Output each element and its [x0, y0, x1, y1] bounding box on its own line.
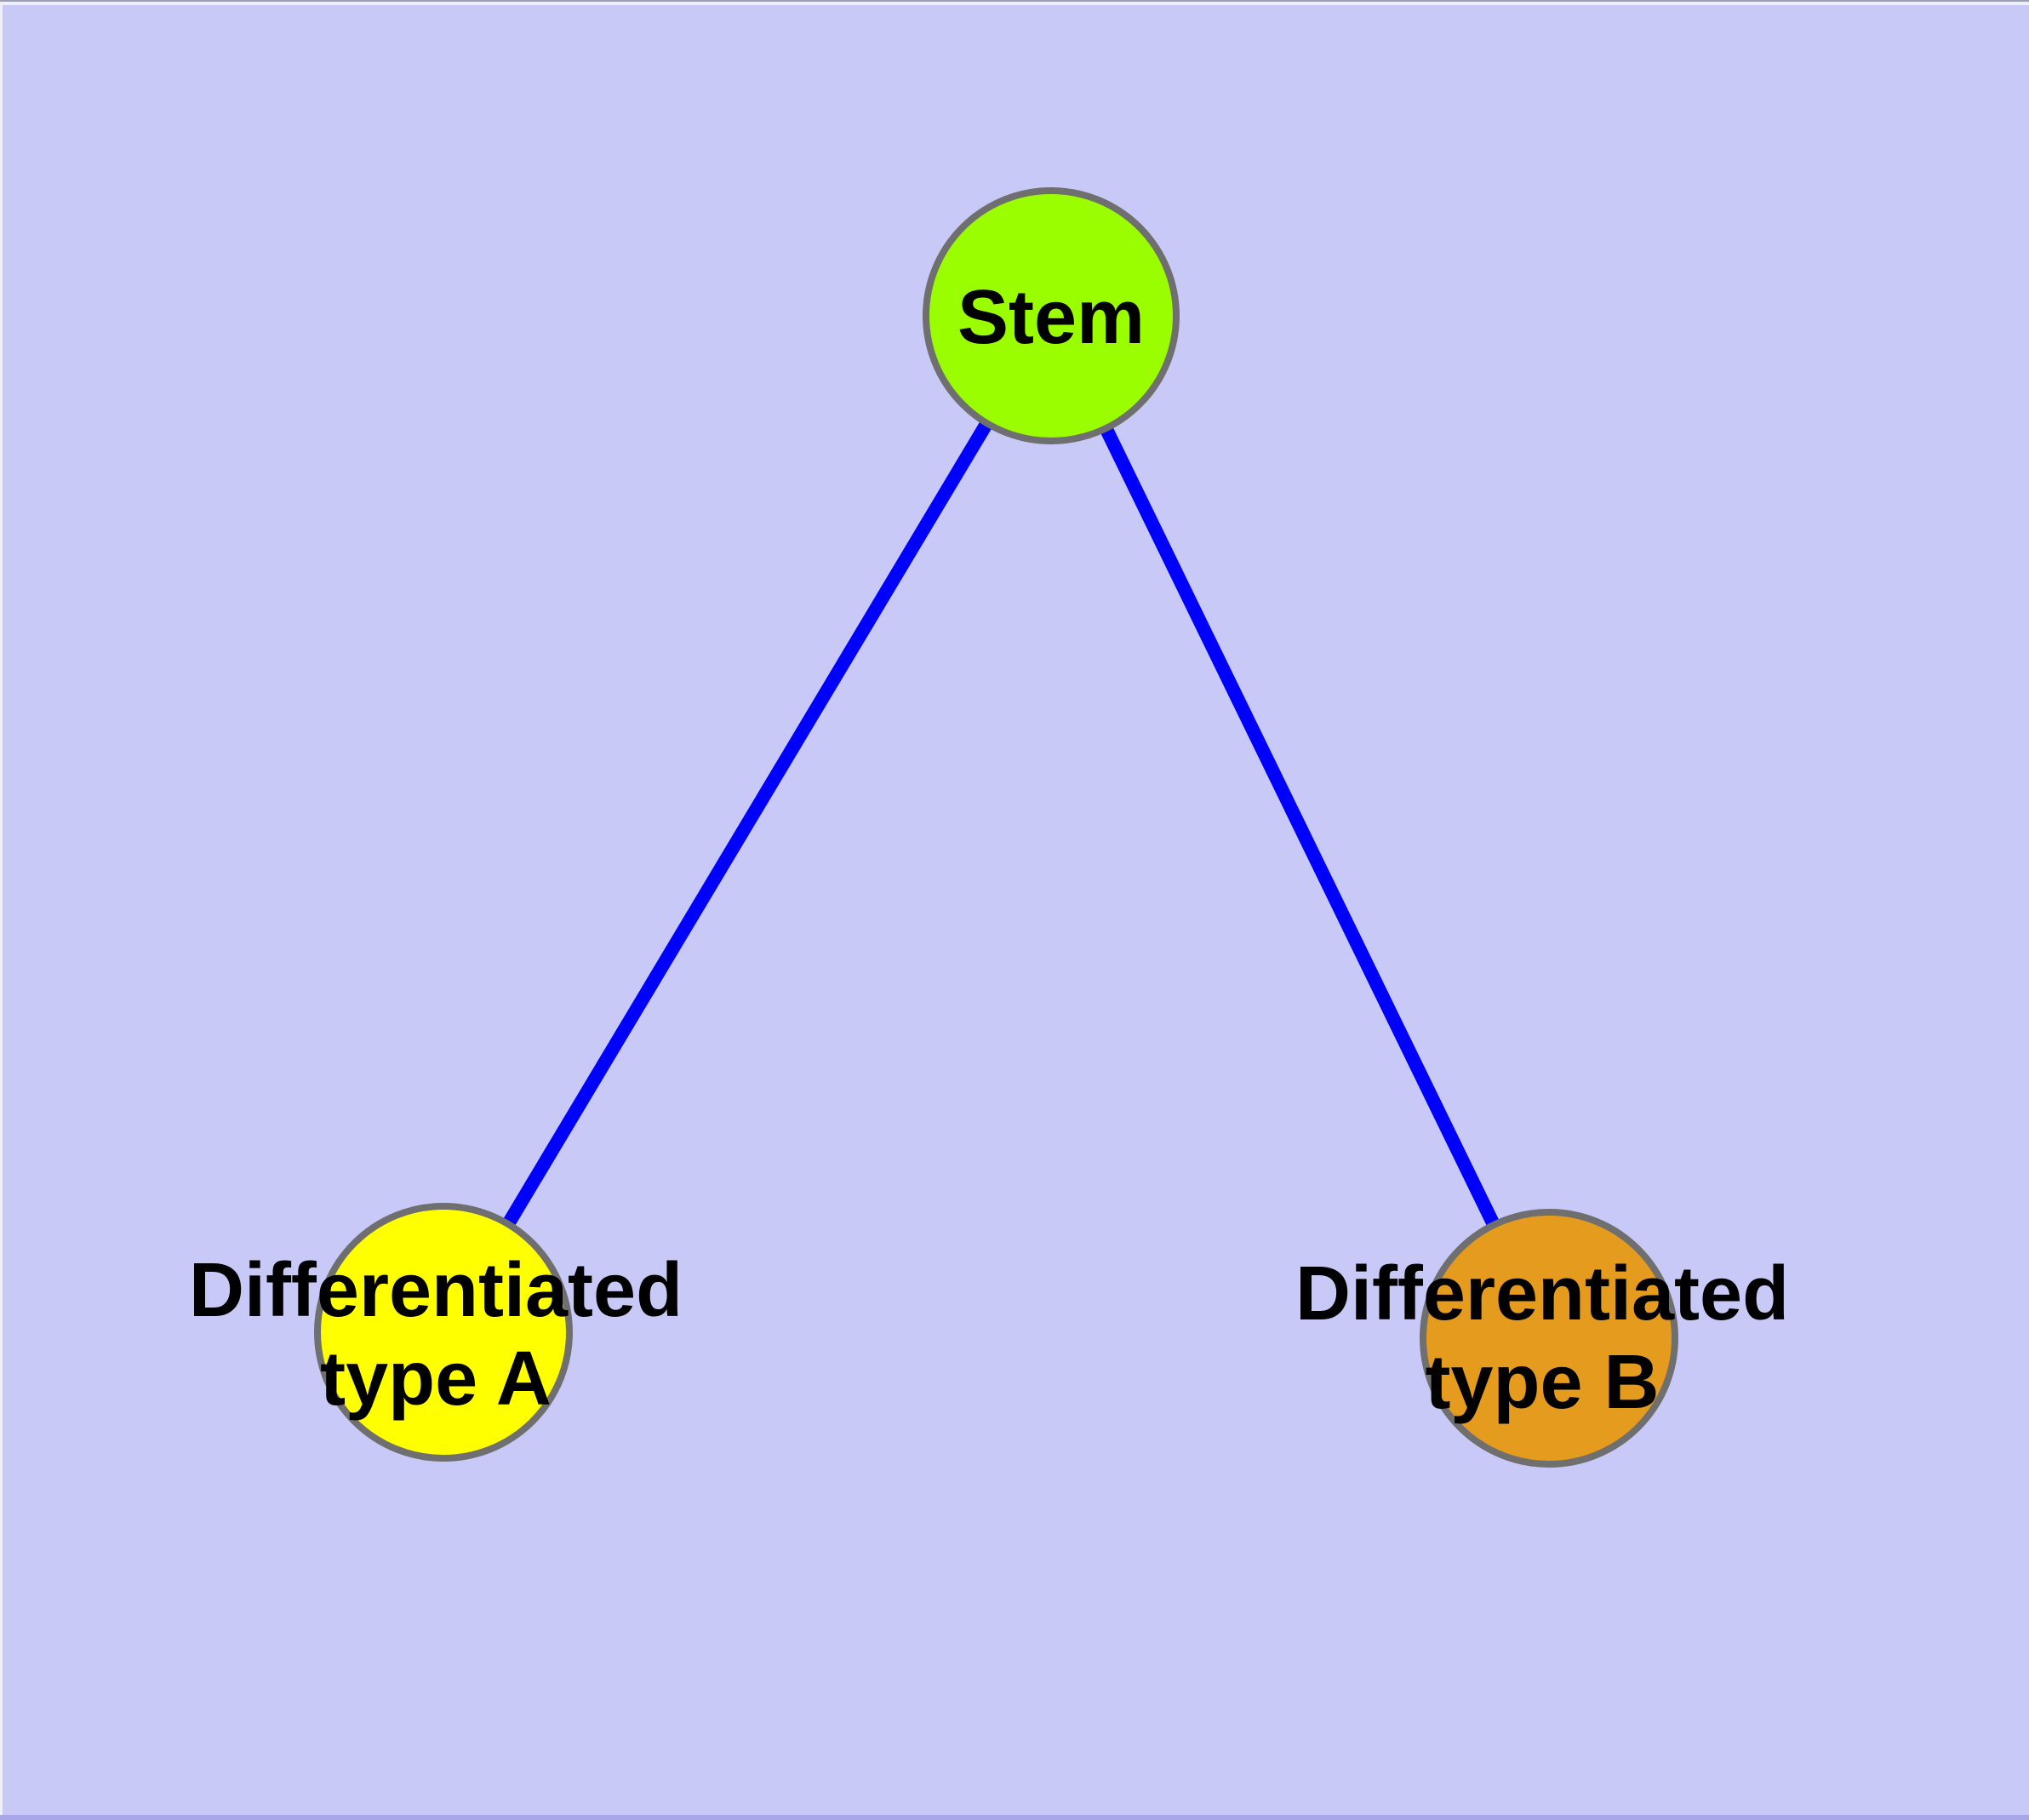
window-top-edge-strip [0, 2, 2029, 5]
window-left-edge-strip [0, 2, 3, 1820]
node-label-stem: Stem [957, 273, 1145, 362]
node-label-differentiated-type-a: Differentiated type A [189, 1246, 683, 1423]
node-label-differentiated-type-b: Differentiated type B [1295, 1250, 1789, 1427]
window-bottom-edge-strip [0, 1815, 2029, 1820]
